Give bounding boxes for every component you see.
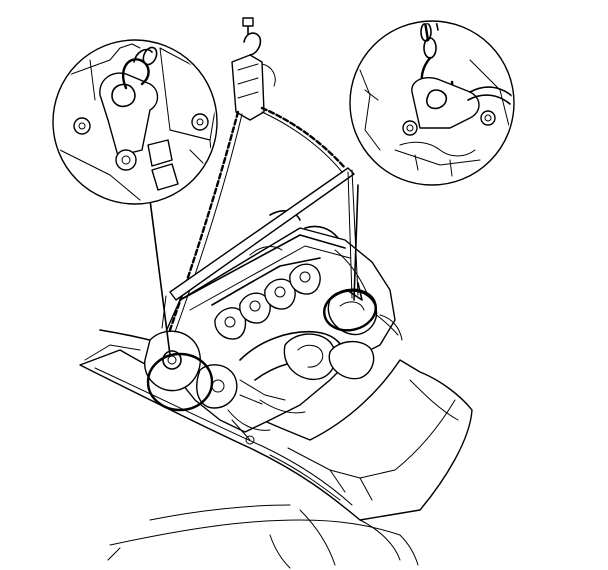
engine-assembly	[144, 210, 403, 445]
coil-packs	[214, 263, 321, 340]
right-lifting-bracket-detail	[349, 20, 515, 186]
hoist-hook	[231, 17, 276, 121]
bracket-targets	[146, 288, 377, 412]
vehicle-body	[79, 329, 473, 569]
engine-hoist	[161, 17, 359, 333]
left-lifting-bracket-detail	[52, 39, 218, 205]
leader-lines	[149, 184, 363, 356]
intake-manifold	[239, 330, 375, 414]
